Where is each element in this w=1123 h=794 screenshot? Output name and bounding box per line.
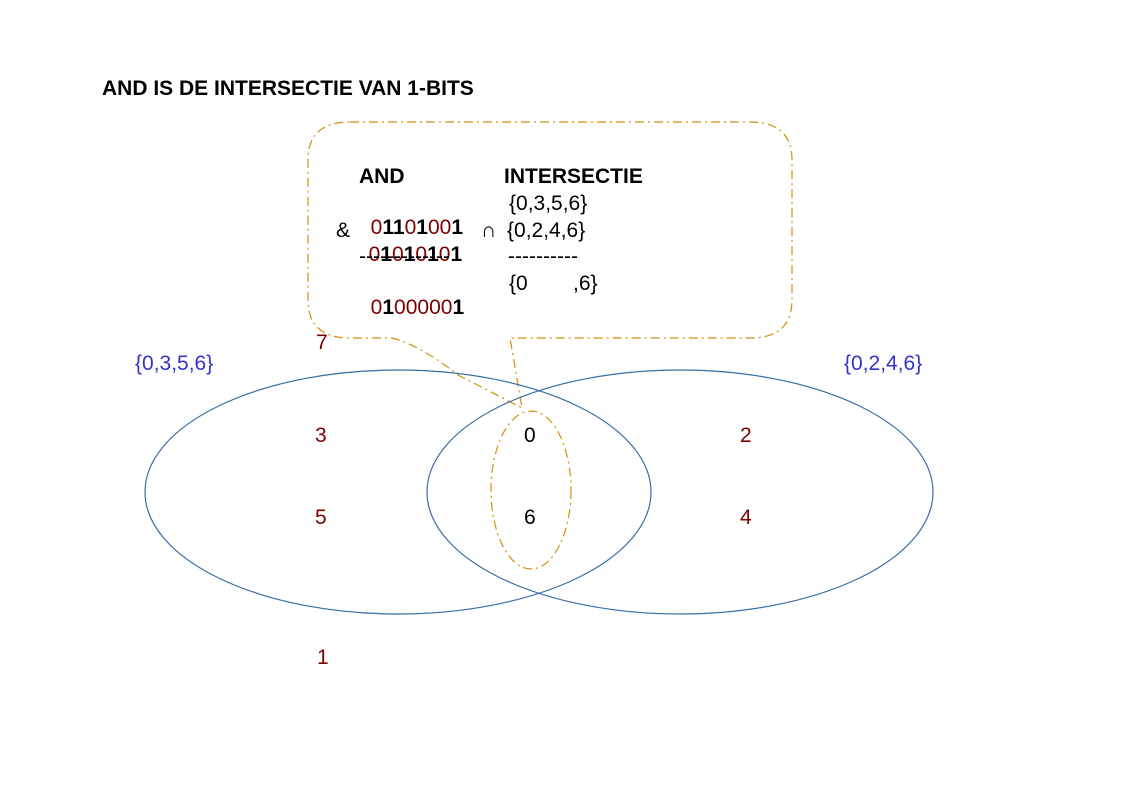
element-center-b: 6 — [524, 506, 536, 529]
row2-prefix: & — [336, 219, 351, 242]
element-outside-top: 7 — [316, 331, 328, 354]
left-set-ellipse — [144, 369, 652, 615]
intersectie-header: INTERSECTIE — [504, 165, 643, 188]
element-right-b: 4 — [740, 506, 752, 529]
element-right-a: 2 — [740, 424, 752, 447]
page-title: AND IS DE INTERSECTIE VAN 1-BITS — [102, 77, 474, 100]
callout-bubble — [307, 121, 793, 410]
row1-bits: 01101001 — [370, 216, 464, 239]
left-set-label: {0,3,5,6} — [135, 352, 214, 375]
element-left-a: 3 — [315, 424, 327, 447]
result-set-left: {0 — [509, 272, 528, 295]
element-outside-bottom: 1 — [317, 646, 329, 669]
intersection-operator: ∩ — [481, 219, 497, 242]
row2-bits: 01010101 — [368, 243, 463, 266]
dashes-left: ------------- — [359, 245, 450, 268]
row1-set: {0,3,5,6} — [509, 192, 588, 215]
row2-set: {0,2,4,6} — [507, 219, 586, 242]
result-set-right: ,6} — [573, 272, 598, 295]
dashes-right: ---------- — [508, 245, 578, 268]
intersection-highlight — [490, 410, 572, 570]
right-set-ellipse — [426, 369, 934, 615]
element-center-a: 0 — [524, 424, 536, 447]
result-bits: 01000001 — [370, 296, 465, 319]
and-header: AND — [359, 165, 405, 188]
right-set-label: {0,2,4,6} — [844, 352, 923, 375]
element-left-b: 5 — [315, 506, 327, 529]
